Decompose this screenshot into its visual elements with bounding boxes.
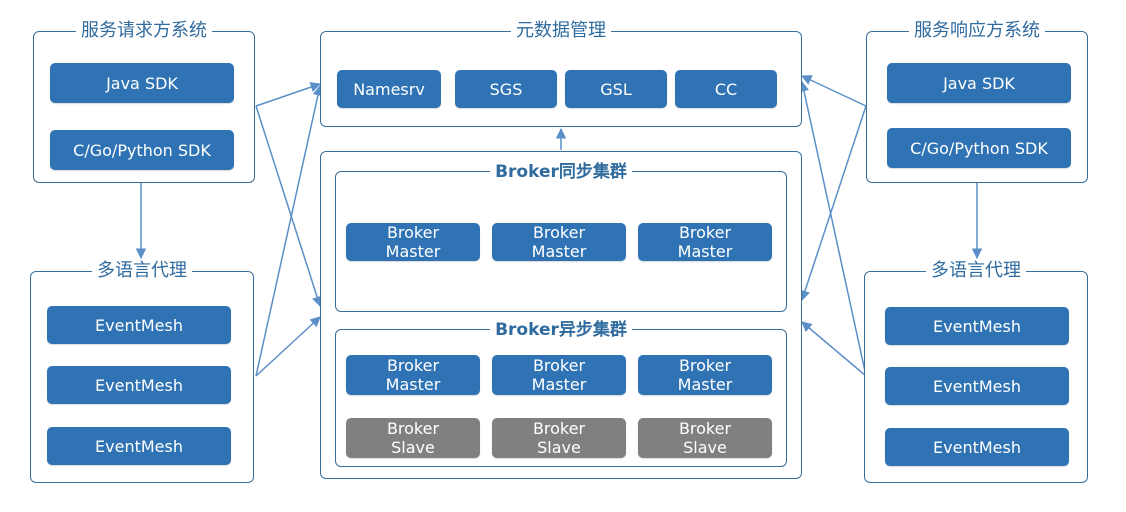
namesrv-box: Namesrv (337, 70, 441, 108)
metadata-title: 元数据管理 (321, 20, 801, 41)
broker-slave-box: Broker Slave (346, 418, 480, 458)
request-system-title: 服务请求方系统 (34, 20, 254, 41)
arrow-right-proxy-to-broker (801, 321, 867, 377)
async-cluster-title: Broker异步集群 (336, 320, 786, 340)
eventmesh-box: EventMesh (885, 428, 1069, 466)
broker-master-box: Broker Master (346, 355, 480, 395)
eventmesh-box: EventMesh (47, 366, 231, 404)
sync-cluster-group: Broker同步集群 Broker Master Broker Master B… (335, 162, 787, 312)
arrow-left-proxy-to-meta (255, 84, 324, 377)
java-sdk-box: Java SDK (50, 63, 234, 103)
java-sdk-box: Java SDK (887, 63, 1071, 103)
arrow-left-proxy-to-broker (255, 316, 321, 377)
arrow-right-proxy-to-meta (798, 80, 867, 377)
multi-lang-sdk-box: C/Go/Python SDK (887, 128, 1071, 168)
async-cluster-group: Broker异步集群 Broker Master Broker Master B… (335, 320, 787, 467)
sgs-box: SGS (455, 70, 557, 108)
response-system-title: 服务响应方系统 (867, 20, 1087, 41)
arrow-right-sdk-to-broker (799, 105, 867, 301)
broker-master-box: Broker Master (638, 223, 772, 261)
request-system-group: 服务请求方系统 Java SDK C/Go/Python SDK (33, 20, 255, 183)
left-proxy-title: 多语言代理 (31, 260, 253, 281)
broker-master-box: Broker Master (346, 223, 480, 261)
eventmesh-box: EventMesh (885, 367, 1069, 405)
broker-master-box: Broker Master (492, 355, 626, 395)
eventmesh-box: EventMesh (47, 427, 231, 465)
eventmesh-box: EventMesh (885, 307, 1069, 345)
cc-box: CC (675, 70, 777, 108)
metadata-group: 元数据管理 Namesrv SGS GSL CC (320, 20, 802, 127)
broker-slave-box: Broker Slave (638, 418, 772, 458)
response-system-group: 服务响应方系统 Java SDK C/Go/Python SDK (866, 20, 1088, 183)
eventmesh-box: EventMesh (47, 306, 231, 344)
broker-master-box: Broker Master (492, 223, 626, 261)
broker-outer-group: Broker同步集群 Broker Master Broker Master B… (320, 151, 802, 479)
gsl-box: GSL (565, 70, 667, 108)
right-proxy-group: 多语言代理 EventMesh EventMesh EventMesh (864, 260, 1088, 483)
broker-master-box: Broker Master (638, 355, 772, 395)
multi-lang-sdk-box: C/Go/Python SDK (50, 130, 234, 170)
right-proxy-title: 多语言代理 (865, 260, 1087, 281)
broker-slave-box: Broker Slave (492, 418, 626, 458)
left-proxy-group: 多语言代理 EventMesh EventMesh EventMesh (30, 260, 254, 483)
sync-cluster-title: Broker同步集群 (336, 162, 786, 182)
arrow-left-sdk-to-meta (255, 82, 321, 107)
arrow-left-sdk-to-broker (255, 105, 323, 308)
arrow-right-sdk-to-meta (801, 75, 867, 107)
